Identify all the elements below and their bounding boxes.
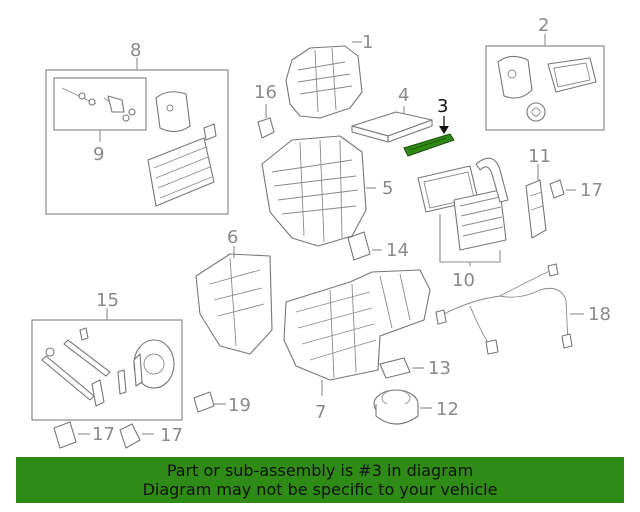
part-19-wiring-harness — [435, 263, 584, 355]
callout-4: 4 — [398, 85, 409, 106]
callout-18: 17 — [92, 424, 115, 445]
part-1-upper-case — [285, 41, 363, 119]
part-20-sensor — [193, 391, 226, 413]
info-banner: Part or sub-assembly is #3 in diagram Di… — [16, 457, 624, 503]
part-16-sensor — [257, 104, 275, 139]
part-11-actuator-bracket — [525, 164, 547, 239]
banner-line-1: Part or sub-assembly is #3 in diagram — [166, 461, 474, 480]
callout-14: 14 — [386, 240, 409, 261]
callout-3: 3 — [437, 96, 448, 117]
part-15-actuator-linkage — [41, 327, 175, 407]
callout-16: 16 — [254, 82, 277, 103]
callout-6: 6 — [227, 227, 238, 248]
part-6-duct — [195, 246, 273, 355]
part-5-hvac-module — [261, 135, 376, 247]
part-17-clip-lower — [119, 423, 154, 449]
callout-8: 8 — [130, 40, 141, 61]
callout-19: 18 — [588, 304, 611, 325]
callout-5: 5 — [382, 178, 393, 199]
callout-7: 7 — [315, 402, 326, 423]
callout-20: 19 — [228, 395, 251, 416]
callout-17b: 17 — [160, 425, 183, 446]
callout-15: 15 — [96, 290, 119, 311]
callout-9: 9 — [93, 144, 104, 165]
callout-1: 1 — [362, 32, 373, 53]
part-3-seal-highlighted — [403, 116, 455, 157]
callout-11: 11 — [528, 146, 551, 167]
part-7-main-case — [283, 269, 431, 396]
callout-12: 12 — [436, 399, 459, 420]
part-8-evaporator-assembly — [61, 87, 217, 207]
part-13-resistor — [379, 357, 424, 379]
banner-line-2: Diagram may not be specific to your vehi… — [142, 480, 498, 499]
part-17-clip-upper — [549, 179, 576, 199]
callout-13: 13 — [428, 358, 451, 379]
part-2-filter-cover-assembly — [497, 55, 597, 122]
part-14-actuator — [347, 231, 382, 261]
callout-2: 2 — [538, 15, 549, 36]
part-4-cabin-filter — [351, 106, 433, 143]
part-10-heater-core — [417, 157, 509, 266]
part-18-clip — [53, 421, 90, 449]
callout-10: 10 — [452, 270, 475, 291]
part-12-blower-motor — [373, 389, 432, 425]
callout-box-9 — [53, 77, 147, 131]
callout-17a: 17 — [580, 180, 603, 201]
